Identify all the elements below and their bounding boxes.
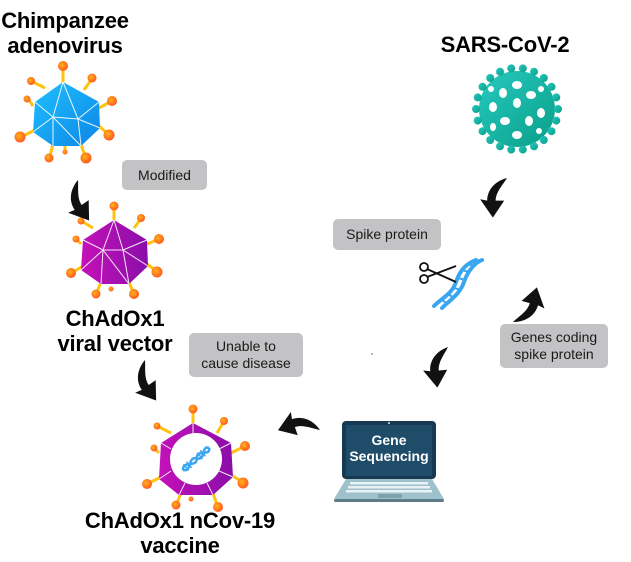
arrow-vector-to-vaccine	[134, 359, 163, 401]
corona-spike	[473, 93, 482, 102]
corona-spike	[496, 142, 504, 151]
purple-adenovirus-icon	[66, 201, 164, 299]
chimp-title-line2: adenovirus	[7, 33, 123, 58]
gene-sequencing-text: Gene Sequencing	[346, 432, 432, 464]
corona-spike	[539, 136, 548, 144]
corona-spike	[539, 74, 548, 82]
dna-scissors-icon	[419, 258, 484, 310]
genes-line2: spike protein	[514, 346, 594, 362]
chimp-title-line1: Chimpanzee	[1, 8, 129, 33]
corona-spike	[486, 136, 495, 144]
corona-spike	[486, 74, 495, 82]
chimp-adenovirus-title: Chimpanzee adenovirus	[0, 8, 130, 58]
modified-label: Modified	[122, 160, 207, 190]
vaccine-title-line1: ChAdOx1 nCov-19	[84, 508, 276, 533]
vaccine-virus-dna-icon	[142, 404, 250, 512]
vaccine-title: ChAdOx1 nCov-19 vaccine	[70, 508, 290, 558]
genes-line1: Genes coding	[510, 329, 598, 345]
coronavirus-icon	[472, 64, 562, 154]
laptop-icon	[334, 421, 444, 502]
modified-text: Modified	[138, 166, 191, 183]
chadox1-vector-title: ChAdOx1 viral vector	[40, 306, 190, 356]
genes-coding-spike-label: Genes coding spike protein	[500, 324, 608, 368]
unable-line2: cause disease	[201, 355, 291, 371]
spike-protein-label: Spike protein	[333, 219, 441, 250]
corona-spike	[530, 67, 538, 76]
arrow-laptop-to-vaccine	[277, 410, 322, 447]
corona-spike	[507, 145, 516, 154]
corona-spike	[478, 127, 487, 136]
arrow-dna-to-laptop	[420, 344, 462, 388]
arrow-genes-to-dna	[504, 287, 549, 326]
unable-to-cause-disease-label: Unable to cause disease	[189, 333, 303, 377]
sars-cov-2-title: SARS-CoV-2	[440, 32, 570, 57]
gene-line: Gene	[371, 432, 407, 448]
stray-dot	[371, 353, 373, 355]
blue-adenovirus-icon	[14, 61, 117, 164]
corona-spike	[518, 145, 527, 154]
sequencing-line: Sequencing	[349, 448, 429, 464]
corona-spike	[496, 67, 504, 76]
unable-line1: Unable to	[216, 338, 276, 354]
arrow-sars-to-dna	[477, 174, 520, 218]
corona-spike	[478, 82, 487, 91]
corona-spike	[473, 116, 482, 125]
vector-title-line2: viral vector	[57, 331, 173, 356]
corona-spike	[518, 64, 527, 73]
corona-spike	[507, 64, 516, 73]
corona-spike	[530, 142, 538, 151]
corona-spike	[472, 105, 480, 113]
spike-protein-text: Spike protein	[346, 226, 428, 242]
corona-spike	[552, 93, 561, 102]
corona-spike	[554, 105, 562, 113]
corona-spike	[552, 116, 561, 125]
corona-spike	[547, 82, 556, 91]
arrow-adenovirus-to-vector	[67, 179, 96, 221]
vaccine-title-line2: vaccine	[140, 533, 220, 558]
vector-title-line1: ChAdOx1	[65, 306, 165, 331]
corona-spike	[547, 127, 556, 136]
